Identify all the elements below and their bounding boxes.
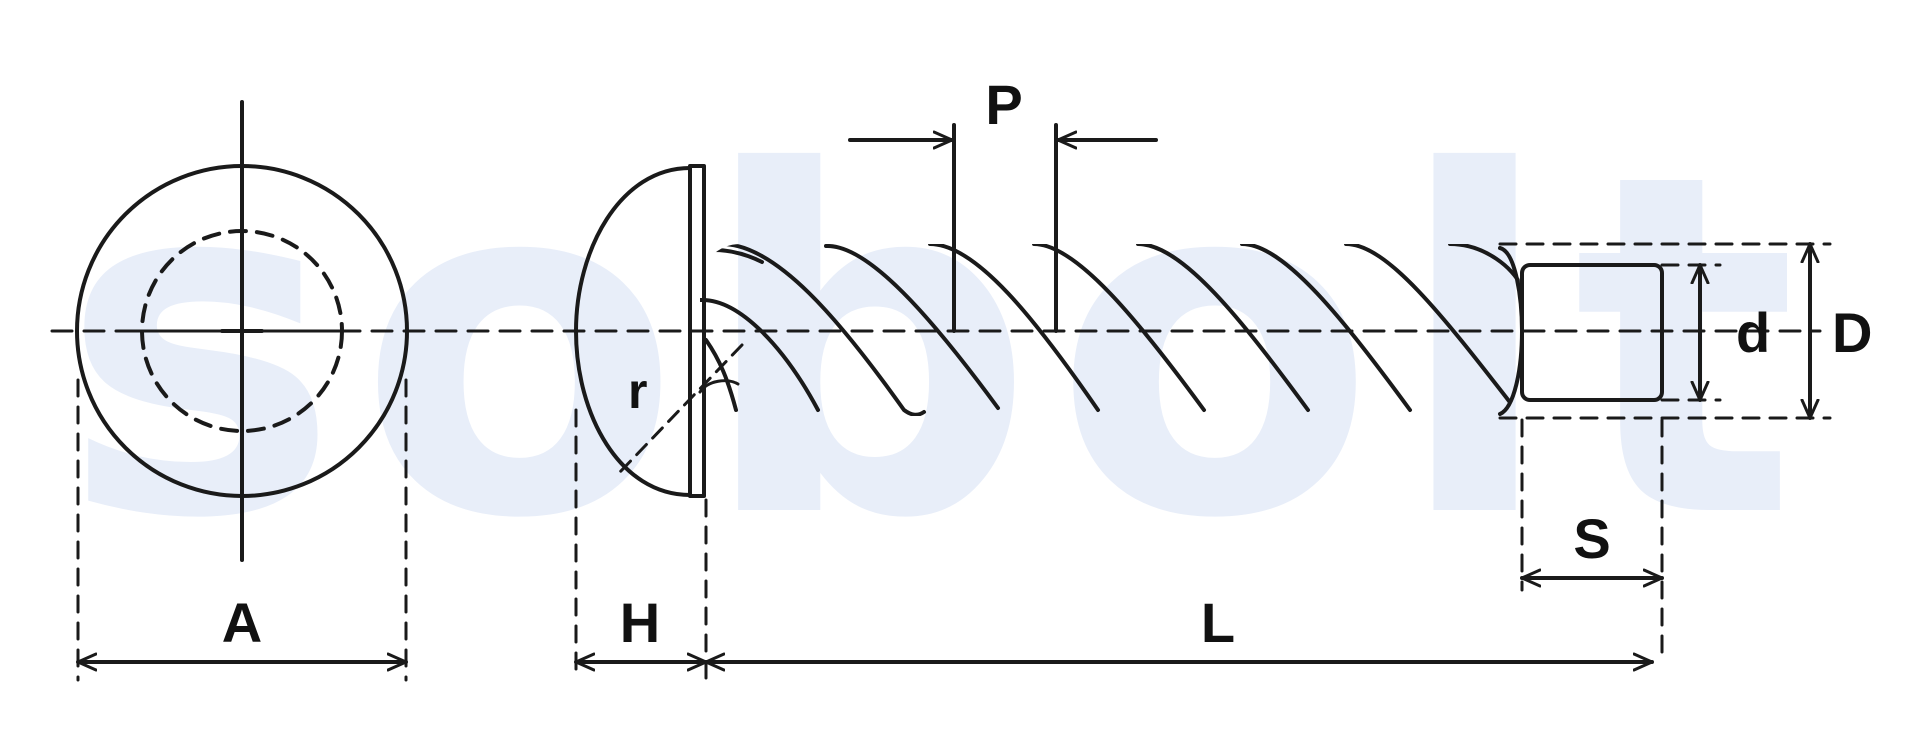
label-S: S [1573, 507, 1610, 570]
label-H: H [620, 591, 660, 654]
label-r: r [628, 363, 647, 419]
label-D: D [1832, 301, 1872, 364]
label-L: L [1201, 591, 1235, 654]
label-P: P [985, 73, 1022, 136]
label-A: A [222, 591, 262, 654]
watermark-logo: sobolt [60, 74, 1816, 621]
label-d: d [1736, 301, 1770, 364]
extension-lines [76, 242, 1832, 682]
